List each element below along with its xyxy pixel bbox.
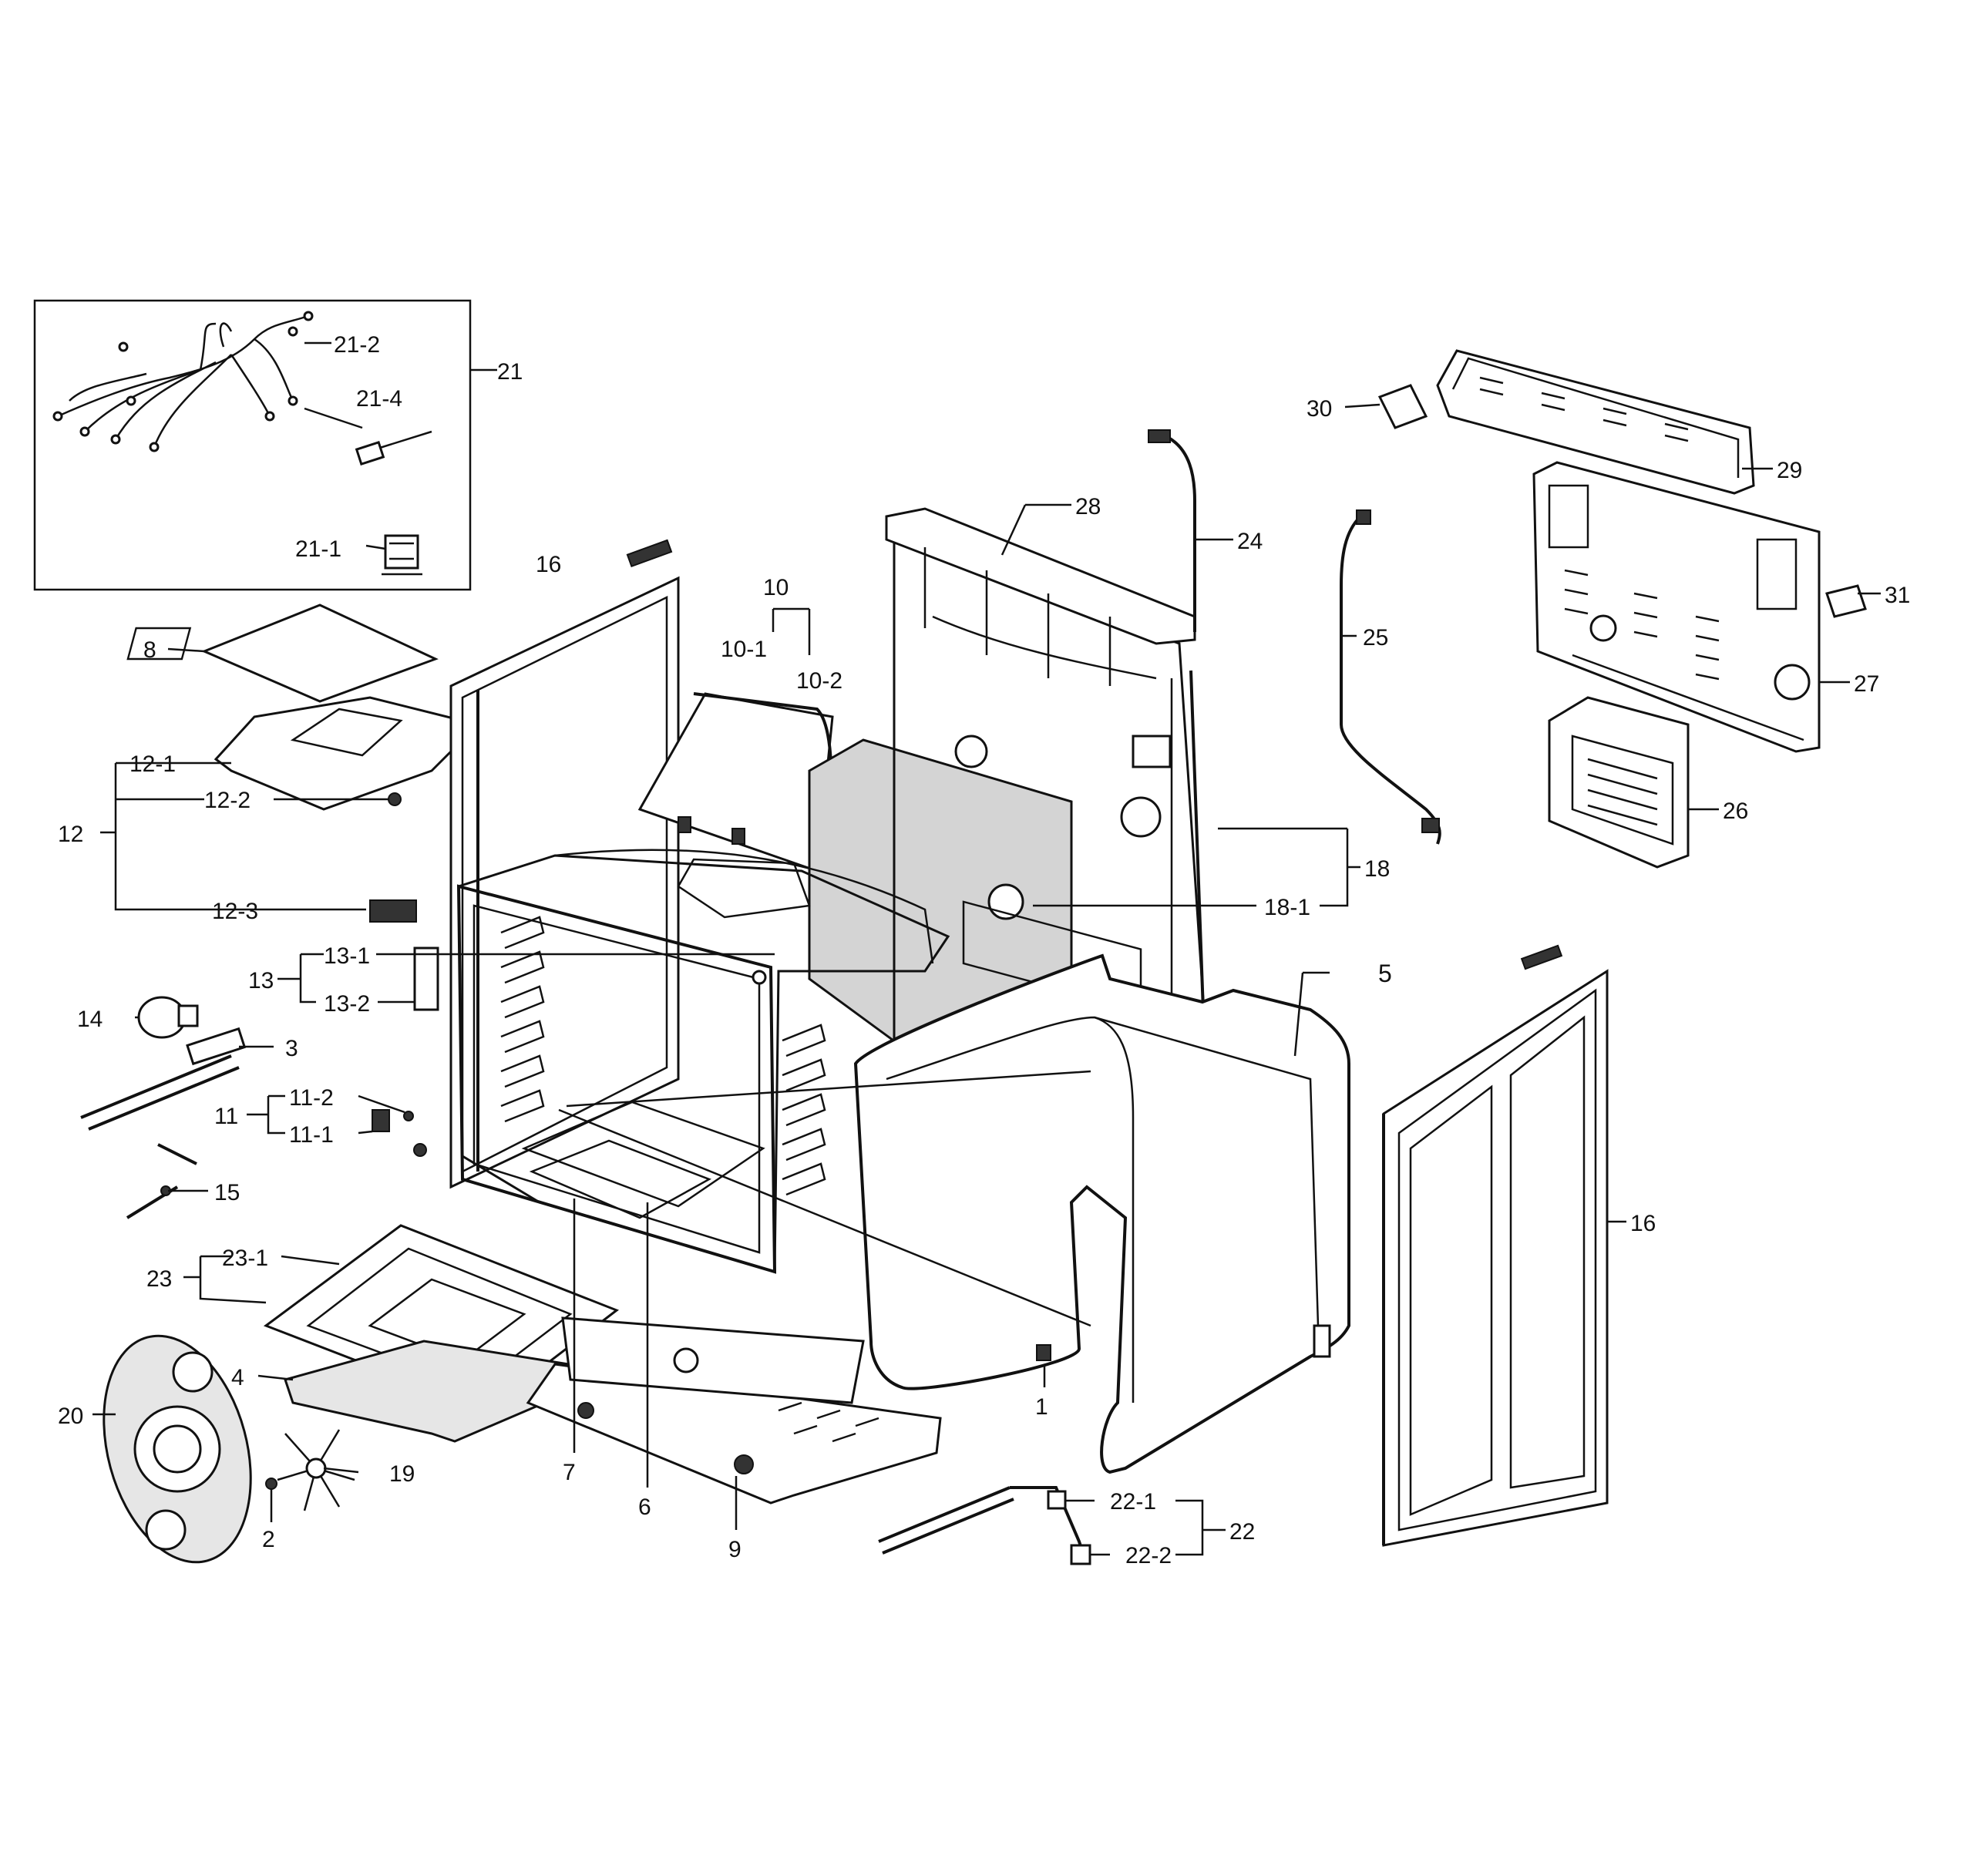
callout-6: 6 [638,1494,651,1520]
callout-12-2: 12-2 [204,788,251,813]
wire-harness-leads [199,322,294,417]
part-29-vent-panel [1436,349,1755,495]
part-22-1-bracket [1047,1490,1067,1510]
part-10-1-heat-shield [637,692,834,873]
part-27-rear-panel [1532,461,1821,753]
callout-8: 8 [143,637,156,663]
callout-11-1: 11-1 [289,1122,334,1148]
part-8-cover-plate [201,603,439,703]
part-16-right-panel [1382,944,1609,1547]
callout-2: 2 [262,1527,275,1552]
part-4-bottom-plate [284,1340,621,1443]
callout-23: 23 [146,1266,172,1292]
callout-5: 5 [1378,960,1392,987]
part-22-element [878,1486,1014,1555]
callout-26: 26 [1723,798,1748,824]
callout-23-1: 23-1 [222,1246,268,1271]
part-12-2-nut [388,792,402,806]
part-22-2-terminal [1070,1544,1091,1565]
callout-1: 1 [1035,1394,1048,1420]
callout-21-2: 21-2 [334,332,380,358]
callout-13-1: 13-1 [324,943,370,969]
part-24-sensor-probe [1163,434,1196,632]
callout-30: 30 [1307,396,1332,422]
callout-22-2: 22-2 [1125,1543,1172,1568]
part-12-1-vent-duct [214,696,480,811]
part-1-screw [1036,1344,1051,1361]
callout-3: 3 [285,1036,298,1061]
part-9-drawer-base [526,1363,942,1504]
part-30-bracket [1377,384,1428,429]
callout-12-1: 12-1 [129,751,176,777]
callout-27: 27 [1854,671,1879,697]
callout-11: 11 [214,1104,238,1129]
rack-guides-left [500,916,545,1123]
callout-19: 19 [389,1461,415,1487]
callout-21-1: 21-1 [295,536,341,562]
callout-10-2: 10-2 [796,668,842,694]
part-7-oven-bottom [529,1139,711,1219]
part-11-1-sensor [372,1109,390,1132]
callout-21: 21 [497,359,523,385]
part-28-top-rail [885,507,1196,645]
part-13-2-bracket [413,946,439,1011]
callout-13: 13 [248,968,274,993]
callout-15: 15 [214,1180,240,1205]
wire-harness-branches [69,354,232,448]
callout-9: 9 [728,1537,742,1562]
callout-20: 20 [58,1404,83,1429]
part-19-fan-blade [277,1429,355,1511]
part-12-3-switch [369,899,417,923]
part-2-screw [265,1478,277,1490]
callout-12-3: 12-3 [212,899,258,924]
callout-29: 29 [1777,458,1802,483]
power-cord-plug [355,440,385,466]
rack-guides-right [782,1024,826,1196]
part-11-2-sensor-tip [403,1111,414,1121]
part-16-left-frame [449,576,680,1189]
callout-14: 14 [77,1007,103,1032]
callout-16-left: 16 [536,552,561,577]
callout-13-2: 13-2 [324,991,370,1017]
terminal-block [384,534,419,570]
part-5-outer-wrap [853,953,1350,1474]
wire-harness-inset [33,299,472,591]
callout-labels: 21 21-2 21-4 21-1 16 10 10-1 10-2 8 12-1… [58,332,1910,1568]
callout-18-1: 18-1 [1264,895,1310,920]
inset-frame [33,299,472,591]
part-31-bracket [1825,584,1867,618]
callout-7: 7 [563,1460,576,1485]
part-15-rod [157,1143,197,1165]
callout-24: 24 [1237,529,1263,554]
part-26-vent-box [1548,696,1690,869]
callout-16-right: 16 [1630,1211,1656,1236]
callout-12: 12 [58,822,83,847]
part-9-lower-element [561,1316,865,1404]
callout-22: 22 [1229,1519,1255,1545]
part-6-oven-floor [521,1101,765,1208]
callout-10: 10 [763,575,789,600]
callout-11-2: 11-2 [289,1085,334,1111]
callout-25: 25 [1363,625,1388,651]
callout-10-1: 10-1 [721,637,767,662]
callout-21-4: 21-4 [356,386,402,412]
callout-31: 31 [1885,583,1910,608]
callout-28: 28 [1075,494,1101,519]
callout-18: 18 [1364,856,1390,882]
callout-22-1: 22-1 [1110,1489,1156,1515]
leader-lines [92,341,1881,1556]
part-3-burner-rod [80,1054,240,1131]
part-25-wire [1340,515,1441,845]
oven-front-frame [456,884,777,1274]
callout-4: 4 [231,1365,244,1390]
